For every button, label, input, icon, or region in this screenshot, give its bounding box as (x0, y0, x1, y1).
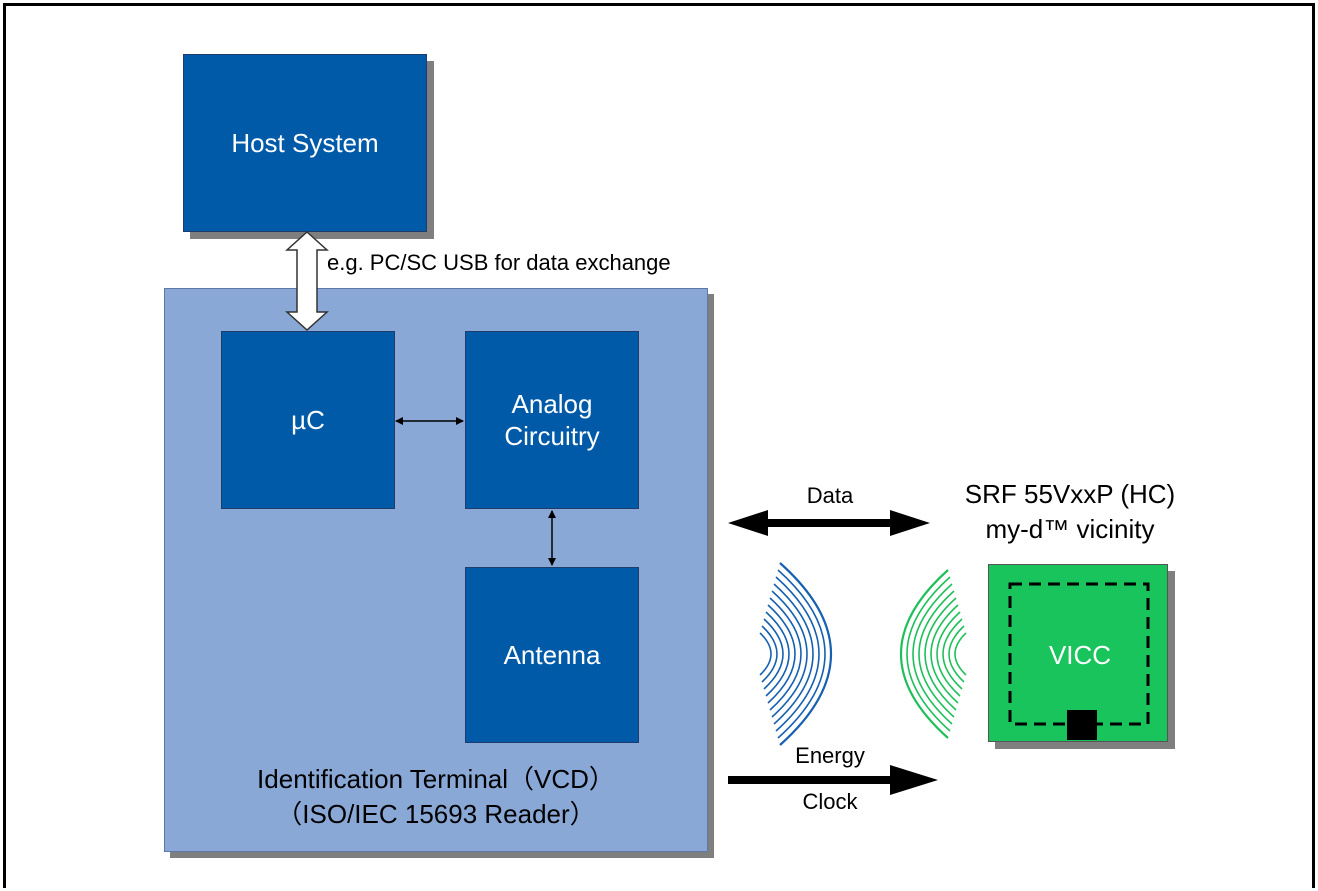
host-system-label: Host System (231, 127, 379, 158)
analog-label-line1: Analog (511, 388, 593, 419)
interface-label: e.g. PC/SC USB for data exchange (327, 250, 671, 275)
tag-title-line1: SRF 55VxxP (HC) (964, 479, 1176, 509)
vicc-label: VICC (1048, 640, 1112, 670)
tag-title-line2: my-d™ vicinity (985, 514, 1155, 544)
clock-label: Clock (802, 789, 858, 814)
tag-wave-icon (900, 569, 967, 739)
tag-antenna-loop (1008, 582, 1150, 726)
tag-title: SRF 55VxxP (HC) my-d™ vicinity (920, 477, 1220, 547)
energy-clock-arrow (728, 765, 938, 795)
analog-label-line2: Circuitry (504, 421, 600, 451)
antenna-label: Antenna (503, 639, 601, 670)
terminal-label-line2: （ISO/IEC 15693 Reader） (276, 799, 596, 829)
energy-label: Energy (795, 743, 865, 768)
data-arrow (728, 510, 930, 536)
tag-chip (1067, 710, 1097, 740)
host-interface-arrow (285, 230, 329, 332)
terminal-label-line1: Identification Terminal（VCD） (257, 764, 615, 794)
reader-wave-icon (759, 562, 833, 746)
terminal-label: Identification Terminal（VCD） （ISO/IEC 15… (164, 762, 708, 832)
microcontroller-block: µC (221, 331, 395, 509)
antenna-block: Antenna (465, 567, 639, 743)
analog-circuitry-block: Analog Circuitry (465, 331, 639, 509)
data-label: Data (806, 483, 854, 508)
microcontroller-label: µC (291, 404, 325, 435)
host-system-block: Host System (183, 54, 427, 232)
